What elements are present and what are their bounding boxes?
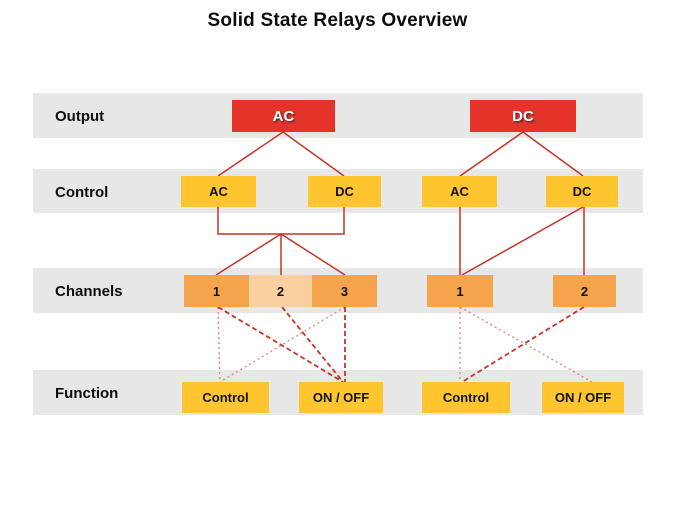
control-box-dc-left: DC [308, 176, 381, 207]
control-box-dc-right: DC [546, 176, 618, 207]
row-label-output: Output [55, 108, 105, 125]
function-box-onoff-right: ON / OFF [542, 382, 624, 413]
function-box-control-left: Control [182, 382, 269, 413]
control-box-ac-right: AC [422, 176, 497, 207]
connector-dc-dc-control-to-channel1 [461, 206, 584, 276]
function-box-control-right: Control [422, 382, 510, 413]
channel-box-2-right: 2 [553, 275, 616, 307]
row-label-channels: Channels [55, 283, 123, 300]
row-label-function: Function [55, 385, 119, 402]
output-box-dc: DC [470, 100, 576, 132]
channel-box-1-right: 1 [427, 275, 493, 307]
control-box-ac-left: AC [181, 176, 256, 207]
channel-box-2-left: 2 [249, 275, 312, 307]
channel-box-1-left: 1 [184, 275, 249, 307]
function-box-onoff-left: ON / OFF [299, 382, 383, 413]
output-box-ac: AC [232, 100, 335, 132]
channel-box-3-left: 3 [312, 275, 377, 307]
slide-title: Solid State Relays Overview [207, 10, 468, 31]
row-label-control: Control [55, 184, 109, 201]
